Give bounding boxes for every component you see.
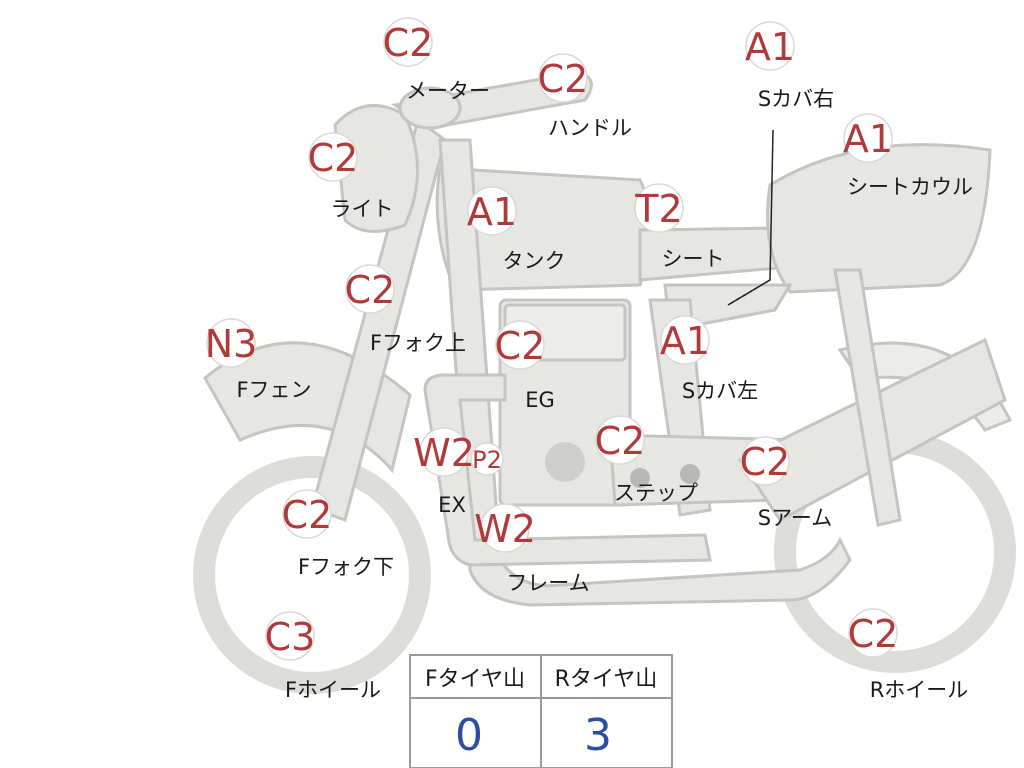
label-front-fork-upper: Fフォク上 bbox=[370, 331, 466, 355]
label-front-fork-lower: Fフォク下 bbox=[298, 555, 394, 579]
grade-frame: W2 bbox=[474, 507, 536, 551]
grade-handle: C2 bbox=[538, 57, 589, 101]
rear-shock-shape bbox=[833, 268, 902, 527]
part-front-fork-lower: C2 Fフォク下 bbox=[282, 489, 394, 579]
exhaust-shape bbox=[423, 373, 712, 567]
label-swing-arm: Sアーム bbox=[758, 506, 832, 530]
meter-shape bbox=[398, 86, 462, 130]
grade-exhaust-extra: P2 bbox=[472, 446, 502, 474]
part-light: C2 ライト bbox=[308, 132, 394, 221]
grade-exhaust: W2 bbox=[413, 431, 475, 475]
grade-front-fender: N3 bbox=[205, 322, 258, 366]
grade-front-fork-lower: C2 bbox=[282, 493, 333, 537]
leader-line-dashed bbox=[727, 279, 771, 306]
part-front-fender: N3 Fフェン bbox=[205, 318, 312, 402]
headlight-shape bbox=[333, 104, 419, 233]
part-side-cover-right: A1 Sカバ右 bbox=[745, 21, 834, 111]
label-frame: フレーム bbox=[506, 571, 589, 595]
label-side-cover-right: Sカバ右 bbox=[758, 87, 834, 111]
label-rear-wheel: Rホイール bbox=[870, 678, 969, 702]
label-seat-cowl: シートカウル bbox=[847, 175, 973, 199]
grade-meter: C2 bbox=[383, 21, 434, 65]
label-seat: シート bbox=[662, 247, 725, 271]
engine-cover-shape bbox=[545, 442, 585, 482]
front-fork-shape bbox=[310, 117, 447, 522]
label-step: ステップ bbox=[614, 481, 698, 505]
part-exhaust: W2 P2 EX bbox=[413, 427, 504, 517]
grade-front-wheel: C3 bbox=[265, 615, 316, 659]
tread-header-front: Fタイヤ山 bbox=[425, 667, 525, 692]
part-frame: W2 フレーム bbox=[474, 503, 590, 595]
part-swing-arm: C2 Sアーム bbox=[740, 436, 832, 530]
part-front-wheel: C3 Fホイール bbox=[265, 611, 381, 702]
label-handle: ハンドル bbox=[548, 116, 632, 140]
part-step: C2 ステップ bbox=[595, 415, 698, 505]
label-exhaust: EX bbox=[438, 493, 466, 517]
front-wheel-shape bbox=[193, 456, 431, 694]
grade-step: C2 bbox=[595, 419, 646, 463]
part-seat-cowl: A1 シートカウル bbox=[843, 113, 973, 199]
tread-value-front: 0 bbox=[455, 710, 483, 761]
tread-value-rear: 3 bbox=[584, 710, 612, 761]
grade-seat: T2 bbox=[634, 187, 682, 231]
tread-table: Fタイヤ山 Rタイヤ山 0 3 bbox=[409, 654, 673, 768]
part-meter: C2 メーター bbox=[383, 17, 490, 103]
label-meter: メーター bbox=[406, 79, 490, 103]
part-handle: C2 ハンドル bbox=[538, 53, 632, 140]
part-front-fork-upper: C2 Fフォク上 bbox=[345, 264, 466, 355]
part-engine: C2 EG bbox=[495, 320, 555, 412]
grade-rear-wheel: C2 bbox=[848, 612, 899, 656]
grade-front-fork-upper: C2 bbox=[345, 268, 396, 312]
tread-header-rear: Rタイヤ山 bbox=[555, 667, 658, 692]
label-side-cover-left: Sカバ左 bbox=[682, 379, 758, 403]
grade-light: C2 bbox=[308, 136, 359, 180]
seat-cowl-shape bbox=[766, 143, 992, 294]
label-front-fender: Fフェン bbox=[236, 378, 311, 402]
grade-engine: C2 bbox=[495, 324, 546, 368]
label-light: ライト bbox=[331, 197, 394, 221]
part-seat: T2 シート bbox=[634, 183, 725, 271]
grade-tank: A1 bbox=[467, 190, 517, 234]
label-tank: タンク bbox=[503, 249, 566, 273]
label-front-wheel: Fホイール bbox=[285, 678, 381, 702]
grade-side-cover-left: A1 bbox=[660, 319, 710, 363]
part-tank: A1 タンク bbox=[467, 186, 566, 273]
part-side-cover-left: A1 Sカバ左 bbox=[660, 315, 758, 403]
grade-seat-cowl: A1 bbox=[843, 117, 893, 161]
grade-side-cover-right: A1 bbox=[745, 25, 795, 69]
grade-swing-arm: C2 bbox=[740, 440, 791, 484]
part-annotations: C2 メーター C2 ハンドル C2 ライト A1 タンク T2 シート bbox=[205, 17, 973, 702]
label-engine: EG bbox=[525, 388, 555, 412]
step-peg-shape bbox=[680, 464, 700, 484]
step-peg-shape bbox=[630, 468, 650, 488]
part-rear-wheel: C2 Rホイール bbox=[848, 608, 969, 702]
